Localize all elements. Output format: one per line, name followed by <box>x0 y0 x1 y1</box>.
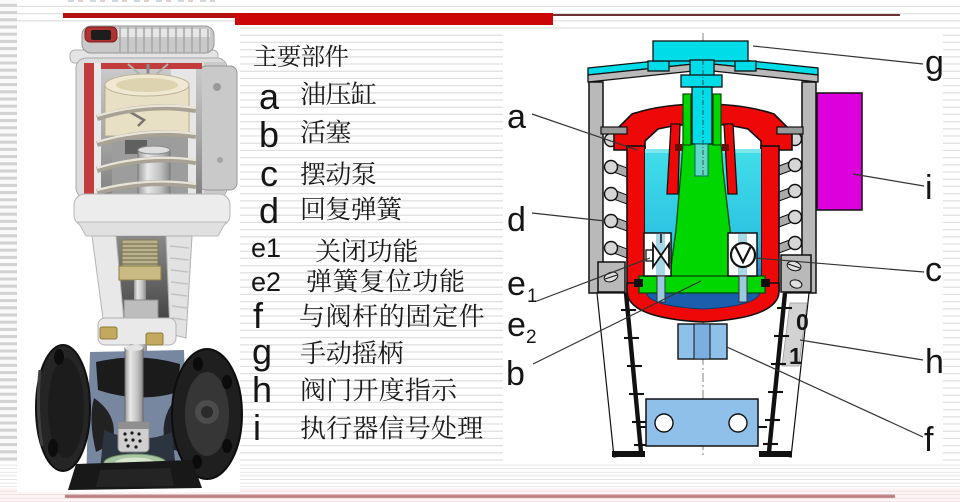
svg-text:1: 1 <box>789 343 802 369</box>
svg-text:0: 0 <box>796 309 809 335</box>
